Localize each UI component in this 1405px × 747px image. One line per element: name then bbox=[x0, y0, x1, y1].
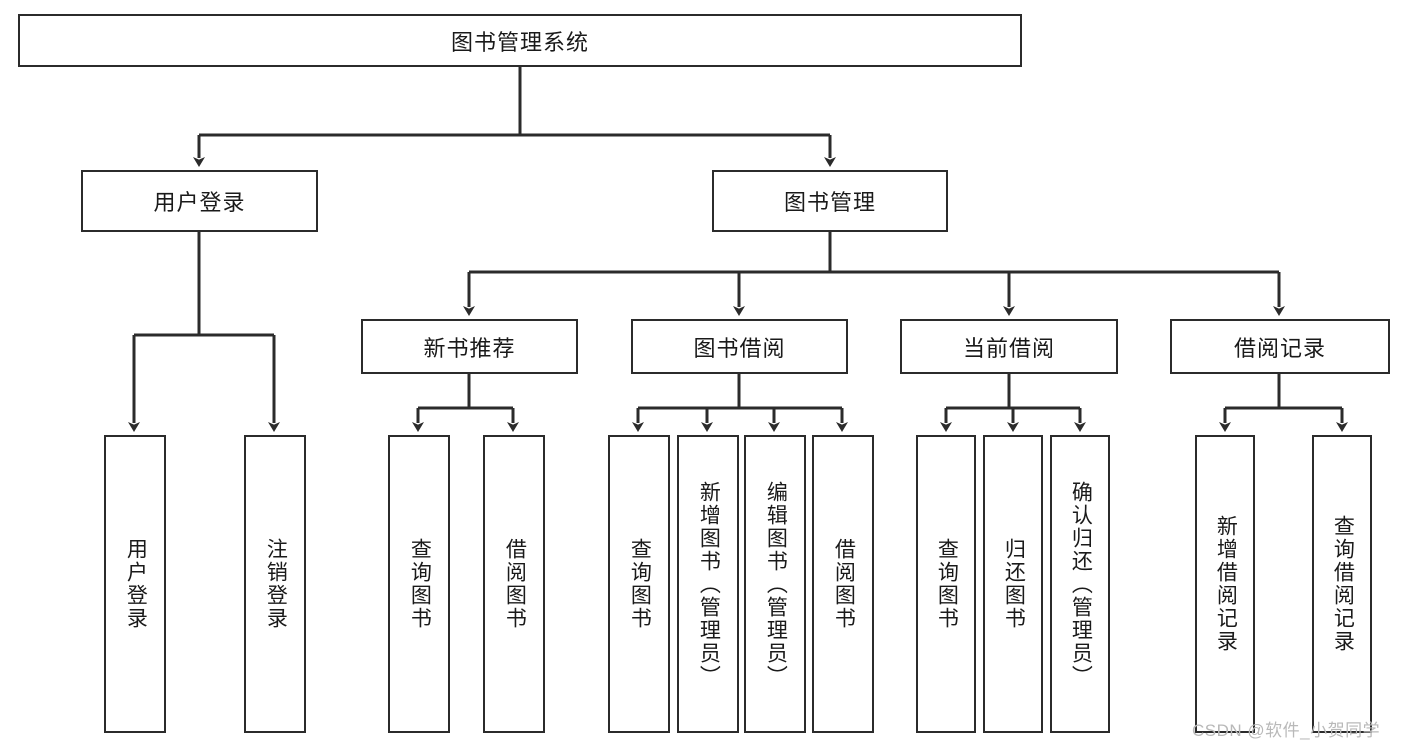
csdn-watermark: CSDN @软件_小贺同学 bbox=[1192, 721, 1381, 740]
node-leaf-edit-book[interactable]: 编辑图书（管理员） bbox=[744, 435, 806, 733]
node-root-label: 图书管理系统 bbox=[450, 29, 589, 55]
node-leaf-edit-book-label: 编辑图书（管理员） bbox=[764, 480, 788, 688]
node-current-borrow-label: 当前借阅 bbox=[962, 335, 1055, 361]
node-leaf-query-book-borrow-label: 查询图书 bbox=[628, 538, 652, 630]
node-leaf-add-book[interactable]: 新增图书（管理员） bbox=[677, 435, 739, 733]
node-user-login[interactable]: 用户登录 bbox=[81, 170, 318, 232]
node-book-borrow-label: 图书借阅 bbox=[693, 335, 786, 361]
node-new-book-recommend[interactable]: 新书推荐 bbox=[361, 319, 578, 374]
node-leaf-query-book-borrow[interactable]: 查询图书 bbox=[608, 435, 670, 733]
node-leaf-borrow-book-rec-label: 借阅图书 bbox=[503, 538, 527, 630]
node-borrow-record[interactable]: 借阅记录 bbox=[1170, 319, 1390, 374]
node-leaf-query-book-rec-label: 查询图书 bbox=[408, 538, 432, 630]
node-leaf-borrow-book[interactable]: 借阅图书 bbox=[812, 435, 874, 733]
node-leaf-user-logout[interactable]: 注销登录 bbox=[244, 435, 306, 733]
node-leaf-confirm-return[interactable]: 确认归还（管理员） bbox=[1050, 435, 1110, 733]
node-book-manage[interactable]: 图书管理 bbox=[712, 170, 948, 232]
node-current-borrow[interactable]: 当前借阅 bbox=[900, 319, 1118, 374]
node-leaf-add-borrow-record[interactable]: 新增借阅记录 bbox=[1195, 435, 1255, 733]
node-leaf-query-book-cur[interactable]: 查询图书 bbox=[916, 435, 976, 733]
node-leaf-return-book-label: 归还图书 bbox=[1002, 538, 1026, 630]
node-borrow-record-label: 借阅记录 bbox=[1233, 335, 1326, 361]
node-leaf-user-login-label: 用户登录 bbox=[124, 538, 148, 630]
node-leaf-user-login[interactable]: 用户登录 bbox=[104, 435, 166, 733]
node-new-book-recommend-label: 新书推荐 bbox=[423, 335, 516, 361]
node-leaf-query-book-cur-label: 查询图书 bbox=[935, 538, 959, 630]
node-book-manage-label: 图书管理 bbox=[783, 190, 876, 215]
node-leaf-confirm-return-label: 确认归还（管理员） bbox=[1069, 480, 1093, 688]
node-leaf-query-borrow-record-label: 查询借阅记录 bbox=[1331, 515, 1355, 653]
node-root[interactable]: 图书管理系统 bbox=[18, 14, 1022, 67]
node-leaf-query-borrow-record[interactable]: 查询借阅记录 bbox=[1312, 435, 1372, 733]
node-leaf-user-logout-label: 注销登录 bbox=[264, 538, 288, 630]
node-leaf-add-book-label: 新增图书（管理员） bbox=[697, 480, 721, 688]
node-leaf-return-book[interactable]: 归还图书 bbox=[983, 435, 1043, 733]
node-leaf-borrow-book-rec[interactable]: 借阅图书 bbox=[483, 435, 545, 733]
node-user-login-label: 用户登录 bbox=[153, 190, 246, 215]
node-leaf-query-book-rec[interactable]: 查询图书 bbox=[388, 435, 450, 733]
node-leaf-add-borrow-record-label: 新增借阅记录 bbox=[1214, 515, 1238, 653]
node-leaf-borrow-book-label: 借阅图书 bbox=[832, 538, 856, 630]
node-book-borrow[interactable]: 图书借阅 bbox=[631, 319, 848, 374]
